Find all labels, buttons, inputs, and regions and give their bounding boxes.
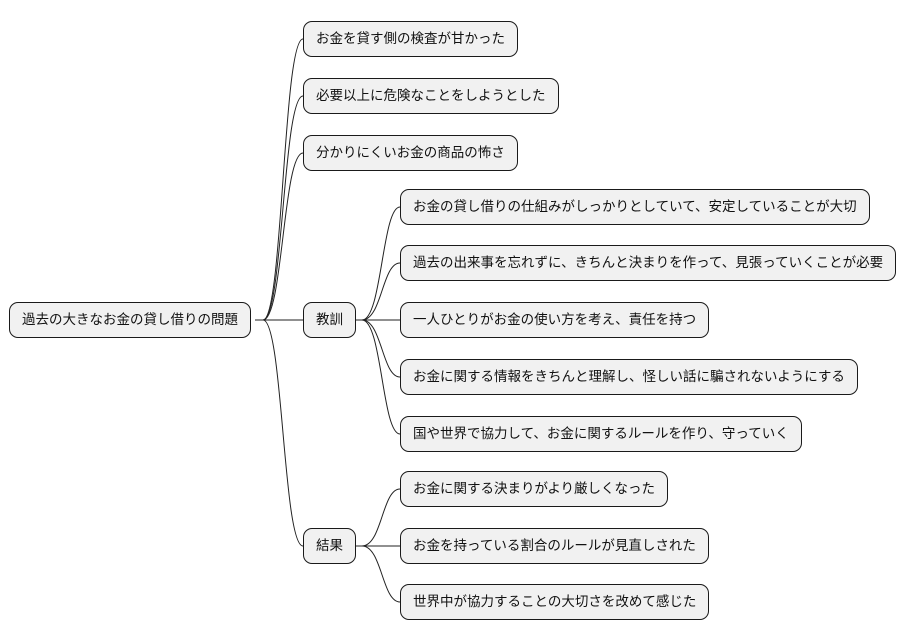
- result-item-node: お金を持っている割合のルールが見直しされた: [400, 528, 709, 564]
- result-item-node: お金に関する決まりがより厳しくなった: [400, 471, 669, 507]
- root-node: 過去の大きなお金の貸し借りの問題: [9, 302, 251, 338]
- lessons-node: 教訓: [303, 302, 356, 338]
- lesson-item-node: お金の貸し借りの仕組みがしっかりとしていて、安定していることが大切: [400, 189, 870, 225]
- cause-node: 必要以上に危険なことをしようとした: [303, 78, 559, 114]
- lesson-item-node: 国や世界で協力して、お金に関するルールを作り、守っていく: [400, 416, 802, 452]
- cause-node: お金を貸す側の検査が甘かった: [303, 21, 518, 57]
- results-node: 結果: [303, 528, 356, 564]
- lesson-item-node: 過去の出来事を忘れずに、きちんと決まりを作って、見張っていくことが必要: [400, 245, 897, 281]
- result-item-node: 世界中が協力することの大切さを改めて感じた: [400, 584, 710, 620]
- lesson-item-node: お金に関する情報をきちんと理解し、怪しい話に騙されないようにする: [400, 359, 858, 395]
- cause-node: 分かりにくいお金の商品の怖さ: [303, 135, 518, 171]
- lesson-item-node: 一人ひとりがお金の使い方を考え、責任を持つ: [400, 302, 710, 338]
